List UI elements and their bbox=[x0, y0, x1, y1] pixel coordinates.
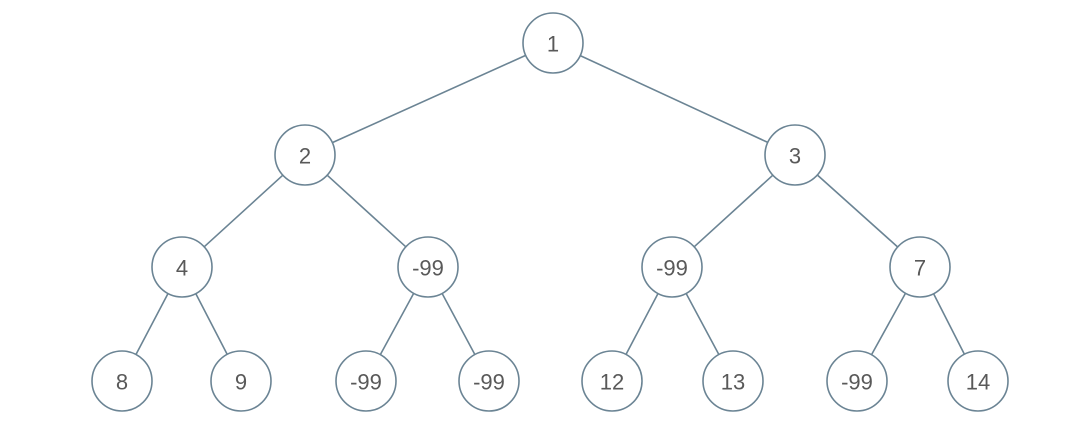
tree-node[interactable]: -99 bbox=[335, 350, 397, 412]
tree-node[interactable]: 2 bbox=[274, 124, 336, 186]
node-circle bbox=[764, 124, 826, 186]
node-circle bbox=[702, 350, 764, 412]
node-circle bbox=[397, 236, 459, 298]
tree-node[interactable]: 8 bbox=[91, 350, 153, 412]
node-circle bbox=[889, 236, 951, 298]
tree-node[interactable]: -99 bbox=[458, 350, 520, 412]
tree-edge bbox=[135, 292, 169, 356]
tree-node[interactable]: 3 bbox=[764, 124, 826, 186]
tree-edge bbox=[326, 174, 407, 248]
tree-node[interactable]: 13 bbox=[702, 350, 764, 412]
node-label: 14 bbox=[966, 370, 990, 395]
node-circle bbox=[274, 124, 336, 186]
node-circle bbox=[458, 350, 520, 412]
tree-edge bbox=[932, 292, 966, 356]
node-label: -99 bbox=[841, 370, 873, 395]
node-label: 1 bbox=[547, 32, 559, 57]
tree-edge bbox=[816, 174, 899, 248]
node-label: 13 bbox=[721, 370, 745, 395]
tree-node[interactable]: 9 bbox=[210, 350, 272, 412]
node-label: 4 bbox=[176, 256, 188, 281]
node-circle bbox=[641, 236, 703, 298]
node-label: -99 bbox=[412, 256, 444, 281]
node-circle bbox=[826, 350, 888, 412]
node-label: 8 bbox=[116, 370, 128, 395]
tree-edge bbox=[441, 292, 476, 356]
tree-edge bbox=[693, 174, 774, 248]
node-label: -99 bbox=[473, 370, 505, 395]
tree-edge bbox=[194, 292, 229, 356]
tree-edge bbox=[625, 292, 659, 356]
node-label: -99 bbox=[350, 370, 382, 395]
node-circle bbox=[581, 350, 643, 412]
tree-node[interactable]: -99 bbox=[826, 350, 888, 412]
tree-edge bbox=[379, 292, 415, 356]
tree-node[interactable]: 7 bbox=[889, 236, 951, 298]
node-circle bbox=[91, 350, 153, 412]
tree-node[interactable]: 14 bbox=[947, 350, 1009, 412]
tree-node[interactable]: -99 bbox=[641, 236, 703, 298]
node-circle bbox=[210, 350, 272, 412]
tree-node[interactable]: 12 bbox=[581, 350, 643, 412]
node-label: 2 bbox=[299, 144, 311, 169]
tree-edge bbox=[203, 174, 284, 248]
node-label: 12 bbox=[600, 370, 624, 395]
tree-node[interactable]: 1 bbox=[522, 12, 584, 74]
node-circle bbox=[947, 350, 1009, 412]
edge-layer bbox=[135, 54, 966, 356]
node-label: 7 bbox=[914, 256, 926, 281]
tree-node[interactable]: 4 bbox=[151, 236, 213, 298]
node-circle bbox=[335, 350, 397, 412]
tree-edge bbox=[685, 292, 720, 356]
tree-edge bbox=[579, 54, 769, 144]
node-label: 9 bbox=[235, 370, 247, 395]
tree-edge bbox=[331, 54, 527, 144]
node-label: -99 bbox=[656, 256, 688, 281]
tree-edge bbox=[870, 292, 907, 356]
node-circle bbox=[151, 236, 213, 298]
node-label: 3 bbox=[789, 144, 801, 169]
node-circle bbox=[522, 12, 584, 74]
tree-node[interactable]: -99 bbox=[397, 236, 459, 298]
